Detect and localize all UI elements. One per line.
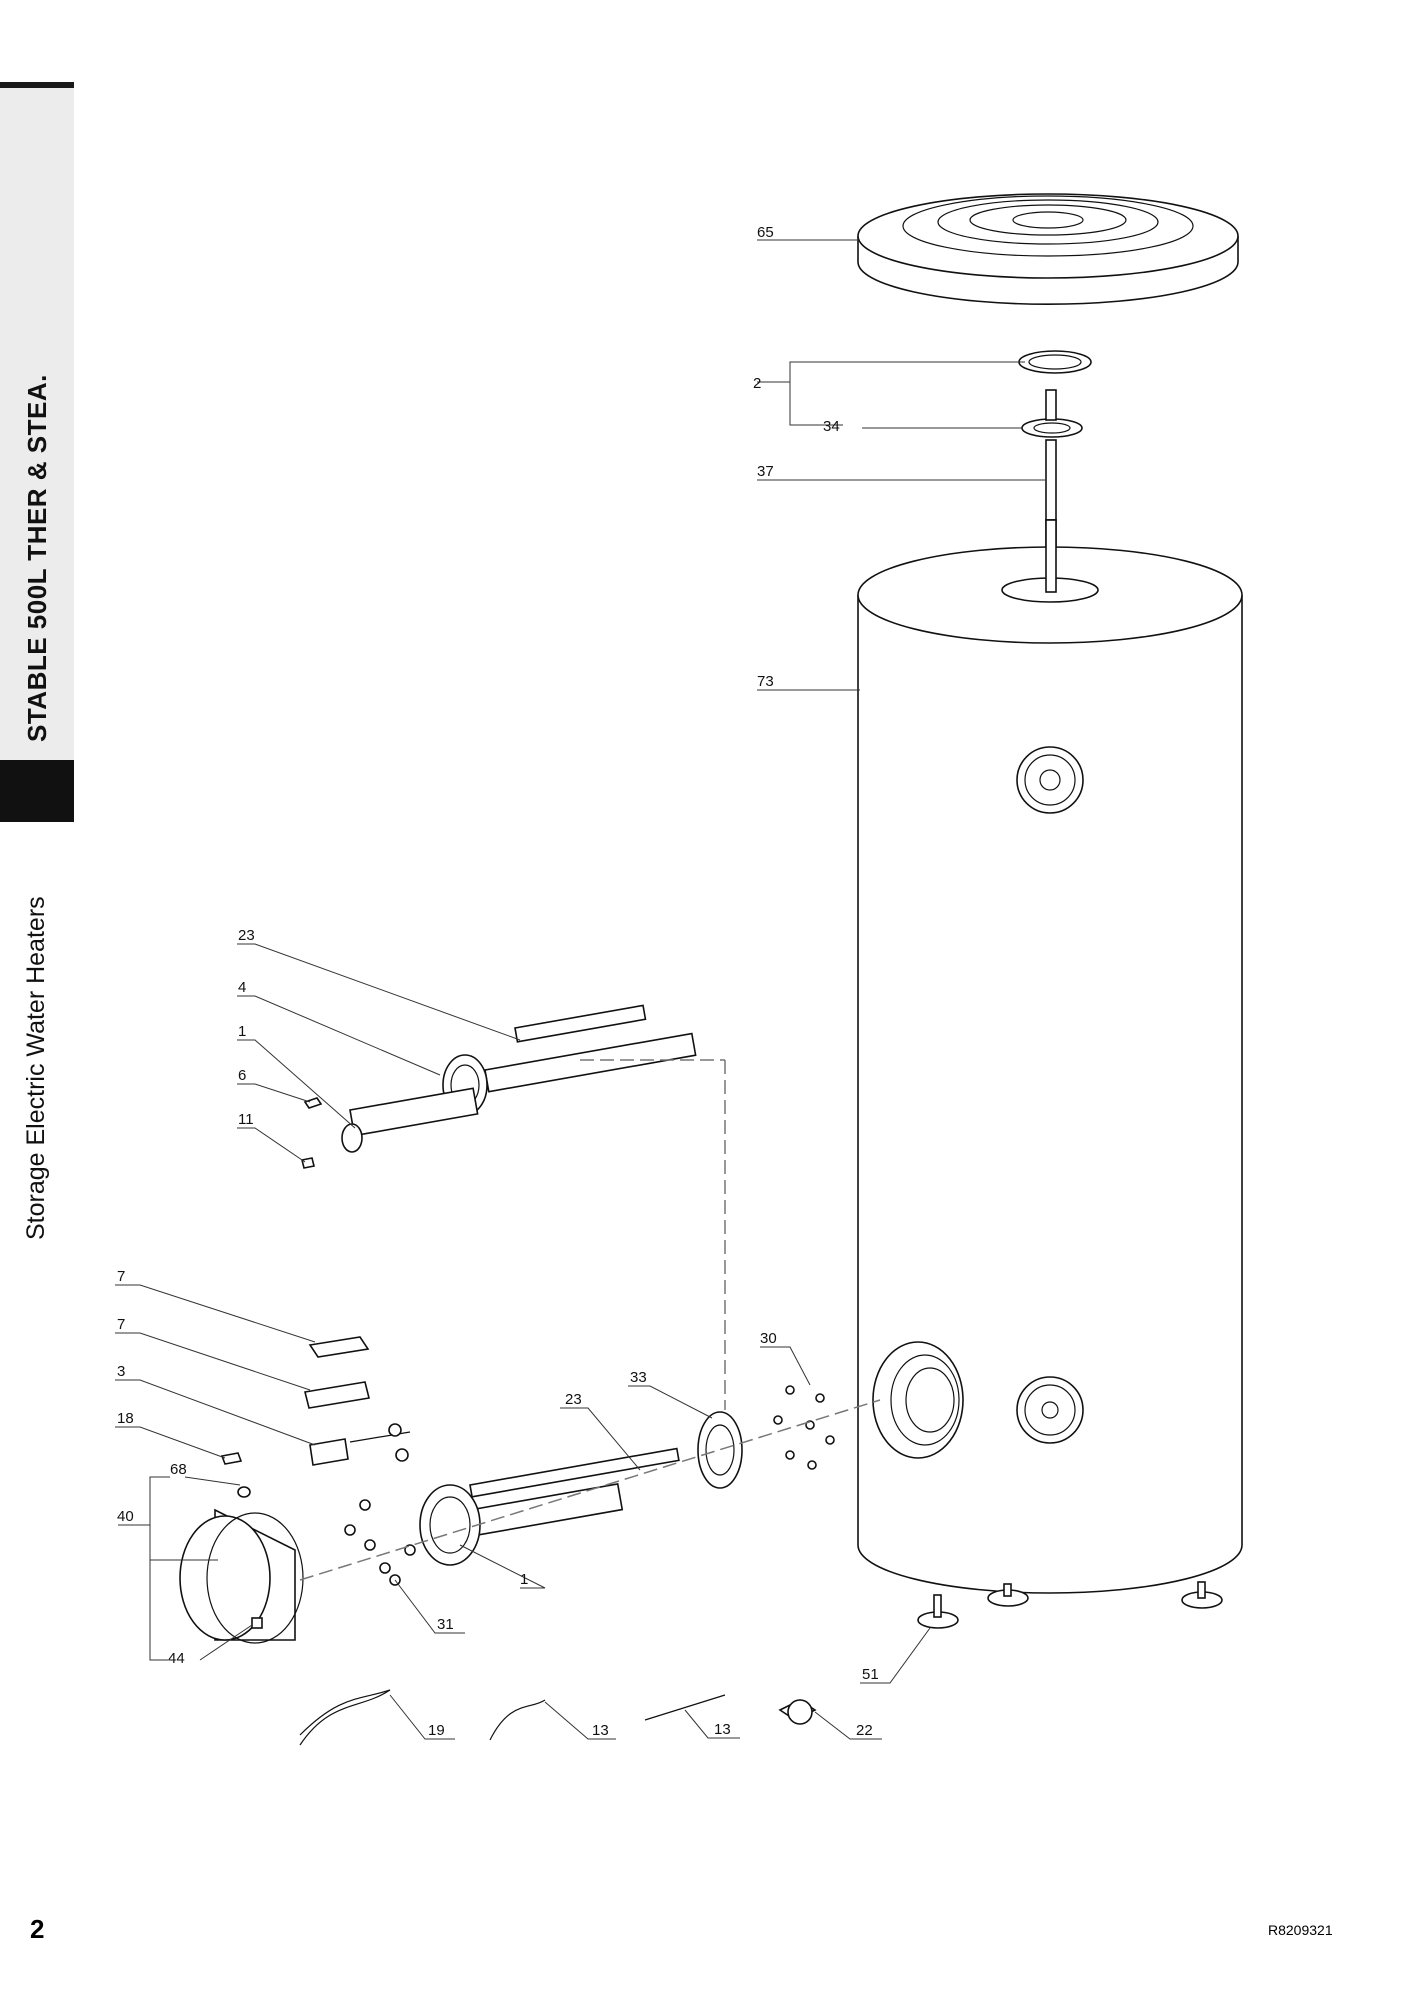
callout-23-lower: 23 xyxy=(565,1391,582,1408)
callout-34: 34 xyxy=(823,418,840,435)
callout-65: 65 xyxy=(757,224,774,241)
side-tab xyxy=(0,88,74,760)
page-number: 2 xyxy=(30,1914,45,1944)
callout-40: 40 xyxy=(117,1508,134,1525)
callout-3: 3 xyxy=(117,1363,125,1380)
callout-7-bottom: 7 xyxy=(117,1316,125,1333)
callout-7-top: 7 xyxy=(117,1268,125,1285)
callout-18: 18 xyxy=(117,1410,134,1427)
thermostat-cover-parts xyxy=(220,1336,411,1498)
lower-heater-assembly xyxy=(344,1385,835,1586)
leader-lines xyxy=(115,239,1046,1740)
callout-22: 22 xyxy=(856,1722,873,1739)
callout-23-upper: 23 xyxy=(238,927,255,944)
callout-13-left: 13 xyxy=(592,1722,609,1739)
end-cover-part xyxy=(179,1508,304,1644)
wiring-and-valve-parts xyxy=(299,1689,817,1746)
callout-19: 19 xyxy=(428,1722,445,1739)
callout-4: 4 xyxy=(238,979,246,996)
callout-1-lower: 1 xyxy=(520,1571,528,1588)
top-flange-part xyxy=(1018,350,1092,374)
tank-body-part xyxy=(857,519,1243,1594)
side-tab-marker xyxy=(0,760,74,822)
document-code: R8209321 xyxy=(1268,1922,1333,1938)
washer-part xyxy=(1021,418,1083,438)
callout-2: 2 xyxy=(753,375,761,392)
callout-68: 68 xyxy=(170,1461,187,1478)
adjustable-feet-part xyxy=(917,1581,1223,1629)
callout-31: 31 xyxy=(437,1616,454,1633)
callout-13-right: 13 xyxy=(714,1721,731,1738)
callout-11: 11 xyxy=(238,1111,254,1128)
callout-51: 51 xyxy=(862,1666,879,1683)
callout-33: 33 xyxy=(630,1369,647,1386)
top-cover-part xyxy=(857,193,1239,306)
callout-37: 37 xyxy=(757,463,774,480)
callout-6: 6 xyxy=(238,1067,246,1084)
lower-axis-line xyxy=(299,1399,881,1581)
upper-heater-assembly xyxy=(301,1004,697,1169)
callout-73: 73 xyxy=(757,673,774,690)
callout-30: 30 xyxy=(760,1330,777,1347)
side-tab-top-rule xyxy=(0,82,74,89)
callout-44: 44 xyxy=(168,1650,185,1667)
callout-1-upper: 1 xyxy=(238,1023,246,1040)
